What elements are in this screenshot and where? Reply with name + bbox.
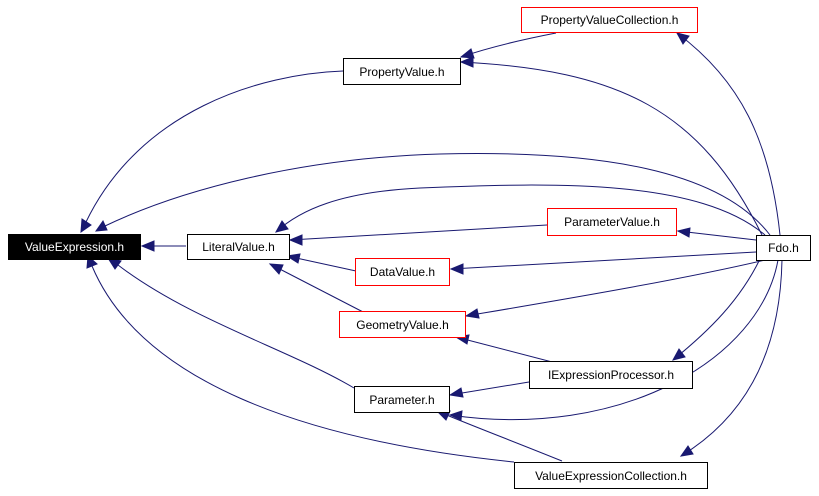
node-data-value[interactable]: DataValue.h bbox=[355, 258, 450, 286]
arrowhead-parametervalue-to-literalvalue bbox=[288, 234, 303, 246]
edge-valueexpressioncollection-to-valueexpression bbox=[91, 265, 515, 463]
node-literal-value[interactable]: LiteralValue.h bbox=[187, 234, 290, 260]
node-parameter-value[interactable]: ParameterValue.h bbox=[547, 208, 677, 236]
arrowhead-fdo-to-valueexpression bbox=[94, 219, 108, 232]
node-value-expression-collection[interactable]: ValueExpressionCollection.h bbox=[514, 462, 708, 489]
edge-fdo-to-propertyvaluecollection bbox=[676, 32, 781, 236]
edge-iexpressionprocessor-to-geometryvalue bbox=[455, 336, 557, 364]
edge-fdo-to-iexpressionprocessor bbox=[672, 258, 761, 361]
node-fdo[interactable]: Fdo.h bbox=[756, 235, 811, 261]
arrowhead-fdo-to-valueexpressioncollection bbox=[679, 445, 694, 457]
arrowhead-datavalue-to-literalvalue bbox=[285, 253, 301, 264]
node-parameter[interactable]: Parameter.h bbox=[354, 386, 450, 413]
arrowhead-fdo-to-propertyvalue bbox=[459, 56, 474, 68]
arrowhead-fdo-to-parametervalue bbox=[676, 227, 691, 238]
arrowhead-literalvalue-to-valueexpression bbox=[140, 240, 155, 252]
arrowhead-fdo-to-iexpressionprocessor bbox=[672, 348, 686, 361]
edge-iexpressionprocessor-to-parameter bbox=[449, 381, 530, 396]
arrowhead-fdo-to-parameter bbox=[448, 410, 463, 421]
edge-propertyvalue-to-valueexpression bbox=[85, 70, 344, 223]
node-property-value-collection[interactable]: PropertyValueCollection.h bbox=[521, 7, 698, 33]
arrowhead-propertyvaluecollection-to-propertyvalue bbox=[459, 48, 475, 59]
arrowhead-geometryvalue-to-literalvalue bbox=[268, 263, 284, 275]
edge-parametervalue-to-literalvalue bbox=[289, 224, 548, 241]
arrowhead-fdo-to-geometryvalue bbox=[464, 308, 480, 319]
edge-fdo-to-valueexpression bbox=[104, 153, 771, 236]
edge-fdo-to-valueexpressioncollection bbox=[680, 259, 783, 457]
node-property-value[interactable]: PropertyValue.h bbox=[343, 58, 461, 85]
node-geometry-value[interactable]: GeometryValue.h bbox=[339, 311, 466, 338]
edge-fdo-to-datavalue bbox=[450, 251, 757, 270]
edge-fdo-to-geometryvalue bbox=[465, 259, 766, 317]
arrowhead-fdo-to-datavalue bbox=[449, 263, 464, 275]
arrowhead-propertyvalue-to-valueexpression bbox=[80, 218, 92, 234]
edge-fdo-to-parameter bbox=[449, 259, 779, 421]
edge-fdo-to-parametervalue bbox=[677, 230, 757, 241]
edge-fdo-to-propertyvalue bbox=[460, 61, 763, 236]
arrowhead-fdo-to-propertyvaluecollection bbox=[676, 32, 690, 45]
arrowhead-fdo-to-literalvalue bbox=[275, 220, 289, 233]
edge-parameter-to-valueexpression bbox=[117, 264, 355, 389]
node-iexpression-processor[interactable]: IExpressionProcessor.h bbox=[529, 361, 693, 389]
edge-fdo-to-literalvalue bbox=[275, 184, 766, 236]
edge-geometryvalue-to-literalvalue bbox=[269, 263, 366, 314]
node-value-expression: ValueExpression.h bbox=[8, 234, 141, 260]
arrowhead-iexpressionprocessor-to-parameter bbox=[448, 387, 464, 398]
edge-propertyvaluecollection-to-propertyvalue bbox=[460, 32, 557, 58]
